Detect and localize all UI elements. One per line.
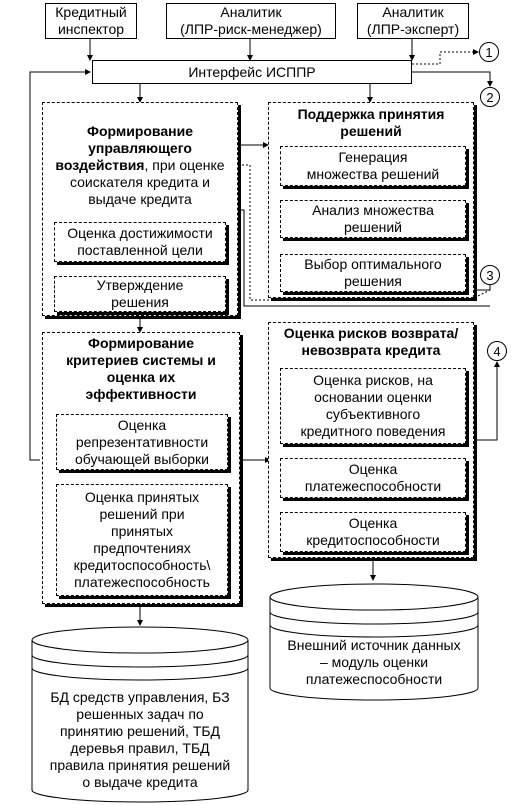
item-risk-behavior: Оценка рисков, на основании оценки субъе…: [280, 368, 466, 444]
database-left-label: БД средств управления, БЗ решенных задач…: [49, 689, 231, 790]
actor-analyst-risk-manager: Аналитик (ЛПР-риск-менеджер): [166, 3, 336, 39]
marker-2: 2: [480, 87, 500, 107]
panel-support-title: Поддержка принятия решений: [297, 106, 445, 139]
marker-1: 1: [479, 42, 499, 62]
item-generate-solutions: Генерация множества решений: [280, 146, 466, 186]
marker-3: 3: [480, 265, 500, 285]
item-sample-representativeness: Оценка репрезентативности обучающей выбо…: [56, 414, 228, 470]
item-solvency: Оценка платежеспособности: [280, 458, 466, 498]
marker-4: 4: [487, 341, 507, 361]
item-decision-approval: Утверждение решения: [54, 276, 226, 312]
item-goal-achievability: Оценка достижимости поставленной цели: [54, 222, 226, 262]
database-right-label: Внешний источник данных – модуль оценки …: [287, 637, 461, 687]
database-left-shape: [31, 626, 249, 803]
panel-risk-title: Оценка рисков возврата/ невозврата креди…: [283, 325, 459, 358]
item-choose-optimal: Выбор оптимального решения: [280, 254, 466, 292]
panel-criteria-title: Формирование критериев системы и оценка …: [66, 335, 216, 402]
actor-credit-inspector: Кредитный инспектор: [45, 3, 137, 39]
database-right-shape: [269, 583, 479, 701]
interface-isppr: Интерфейс ИСППР: [92, 60, 412, 84]
item-analyze-solutions: Анализ множества решений: [280, 200, 466, 238]
panel-control-title: Формирование управляющего воздействия, п…: [55, 123, 225, 207]
item-creditworthiness: Оценка кредитоспособности: [280, 512, 466, 552]
actor-analyst-expert: Аналитик (ЛПР-эксперт): [357, 3, 469, 39]
item-decisions-evaluation: Оценка принятых решений при принятых пре…: [56, 484, 228, 596]
